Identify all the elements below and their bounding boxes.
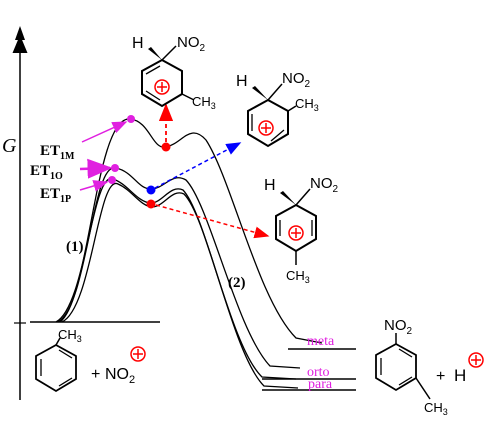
meta-sigma-complex: H NO2 CH3: [132, 34, 216, 111]
svg-text:NO2: NO2: [177, 34, 206, 54]
axis-label-g: G: [2, 135, 17, 157]
product-nitrotoluene: NO2 CH3: [375, 317, 448, 417]
intermediate-meta-marker: [161, 142, 171, 152]
reactant-toluene: CH3: [35, 327, 82, 393]
proton-charge-icon: [468, 352, 484, 368]
ts-ortho-marker: [111, 164, 119, 172]
ts-meta-arrow: [81, 121, 128, 143]
product-proton: H: [454, 366, 466, 385]
product-plus: +: [436, 368, 445, 385]
energy-axis-arrowhead: [15, 26, 25, 40]
svg-text:H: H: [264, 177, 276, 194]
svg-text:CH3: CH3: [58, 327, 82, 344]
meta-ring: [141, 58, 183, 108]
step-2-label: (2): [228, 275, 246, 291]
reactant-nitronium: NO2: [105, 366, 135, 386]
ts-meta-marker: [127, 115, 135, 123]
svg-text:CH3: CH3: [295, 96, 319, 113]
svg-text:H: H: [236, 73, 248, 90]
step-1-label: (1): [66, 239, 84, 255]
para-charge-icon: [288, 225, 304, 241]
ts-para-marker: [108, 176, 116, 184]
svg-text:CH3: CH3: [286, 268, 310, 285]
ts-para-arrow: [79, 180, 109, 192]
svg-text:CH3: CH3: [424, 400, 448, 417]
reactant-plus: +: [91, 366, 100, 383]
ts-ortho-arrow: [79, 158, 113, 179]
meta-product-label: meta: [307, 334, 335, 349]
meta-pathway-curve: [59, 118, 323, 344]
svg-text:NO2: NO2: [282, 70, 311, 90]
para-sigma-complex: H NO2 CH3: [264, 175, 339, 285]
svg-text:NO2: NO2: [384, 317, 413, 337]
intermediate-para-marker: [146, 199, 156, 209]
intermediate-ortho-marker: [146, 185, 156, 195]
ortho-charge-icon: [258, 120, 274, 136]
para-intermediate-arrow: [155, 204, 270, 239]
ortho-product-label: orto: [307, 365, 330, 380]
ortho-pathway-curve: [57, 167, 301, 369]
meta-charge-icon: [154, 79, 170, 95]
ortho-sigma-complex: H NO2 CH3: [236, 70, 319, 148]
nitronium-charge-icon: [130, 346, 146, 362]
svg-text:CH3: CH3: [192, 94, 216, 111]
ortho-intermediate-arrow: [154, 142, 242, 189]
svg-text:NO2: NO2: [310, 175, 339, 195]
para-pathway-curve-a: [55, 178, 297, 380]
svg-text:H: H: [132, 35, 144, 52]
ts-ortho-label: ET1O: [30, 163, 63, 182]
ts-para-label: ET1P: [40, 186, 71, 205]
ts-meta-label: ET1M: [40, 143, 75, 162]
para-product-label: para: [308, 377, 333, 392]
